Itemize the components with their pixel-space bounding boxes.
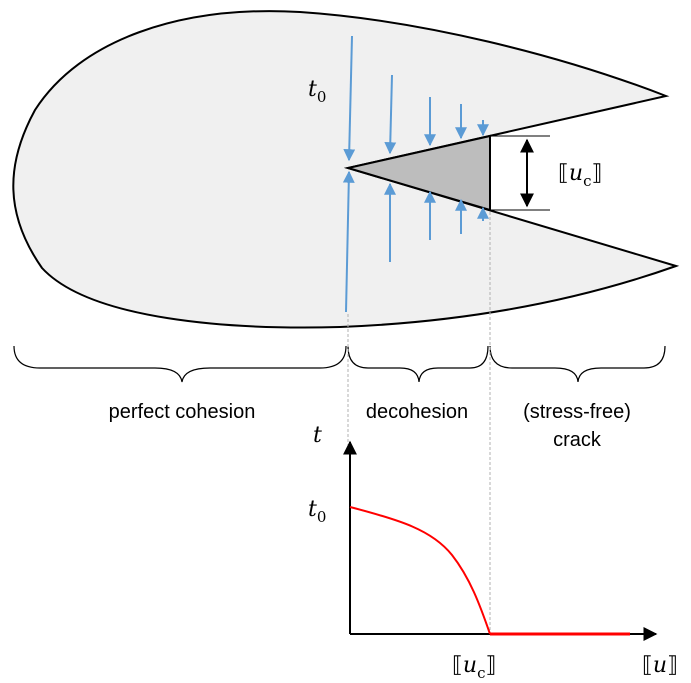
region-label-perfect-cohesion: perfect cohesion: [109, 401, 256, 423]
cracked-body: [12, 10, 680, 329]
region-label-decohesion: decohesion: [366, 401, 468, 423]
brace-decohesion: [347, 345, 489, 383]
traction-line-bottom: [342, 170, 355, 313]
traction-line-top: [343, 35, 356, 162]
traction-arrow: [384, 74, 397, 155]
opening-label: ⟦uc⟧: [558, 161, 602, 190]
region-label-crack-line2: crack: [553, 429, 602, 451]
plot-x-tick-uc: ⟦uc⟧: [452, 653, 496, 682]
region-label-crack-line1: (stress-free): [523, 401, 631, 423]
softening-curve: [349, 506, 491, 635]
crack-opening-wedge: [344, 134, 491, 212]
t0-label: t0: [308, 77, 326, 106]
brace-perfect-cohesion: [13, 345, 347, 383]
plot-x-axis-label: ⟦u⟧: [642, 653, 678, 678]
plot-y-tick-t0: t0: [308, 497, 326, 526]
brace-crack: [489, 345, 666, 383]
plot-y-axis-label: t: [313, 423, 322, 448]
